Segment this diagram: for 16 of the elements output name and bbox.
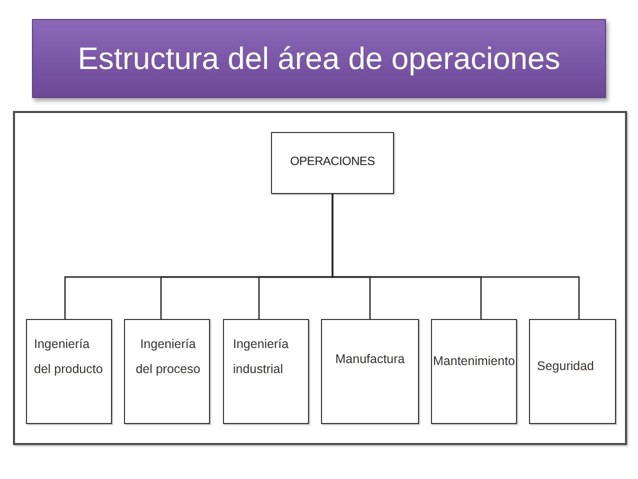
box-label: OPERACIONES <box>289 153 376 169</box>
org-box <box>431 319 517 424</box>
box-label: Ingeniería del producto <box>34 336 104 378</box>
org-box <box>271 132 394 194</box>
box-label: Ingeniería industrial <box>233 336 290 378</box>
box-label: Ingeniería del proceso <box>134 336 202 378</box>
org-box <box>26 319 112 424</box>
title-banner: Estructura del área de operaciones <box>32 19 606 98</box>
org-box <box>321 319 419 424</box>
box-label: Seguridad <box>537 358 595 375</box>
box-label: Manufactura <box>334 351 406 368</box>
box-label: Mantenimiento <box>432 353 516 370</box>
org-box <box>529 319 616 424</box>
connector-line <box>332 194 580 319</box>
org-box <box>124 319 210 424</box>
org-box <box>223 319 309 424</box>
